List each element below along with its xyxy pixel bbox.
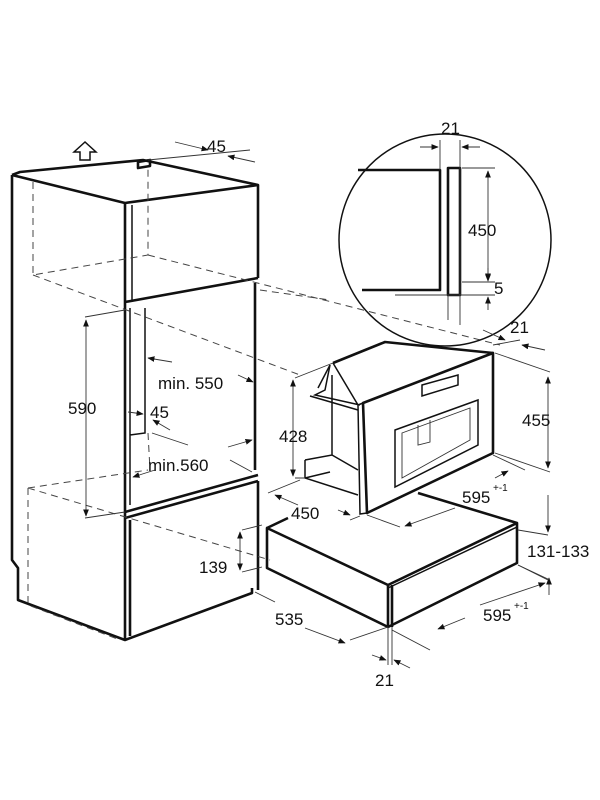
cabinet-dimension-lines bbox=[83, 141, 263, 573]
dim-drawer-niche-height: 139 bbox=[199, 558, 227, 577]
dim-detail-height: 450 bbox=[468, 221, 496, 240]
dim-side-clearance: 45 bbox=[150, 403, 169, 422]
appliance-dimension-lines bbox=[254, 329, 552, 669]
warming-drawer bbox=[265, 491, 519, 629]
dim-detail-offset: 5 bbox=[494, 279, 503, 298]
dim-drawer-depth: 535 bbox=[275, 610, 303, 629]
dim-drawer-height: 131-133 bbox=[527, 542, 589, 561]
tall-cabinet bbox=[10, 158, 501, 642]
dim-niche-width-min: min. 550 bbox=[158, 374, 223, 393]
dim-drawer-panel-depth: 21 bbox=[375, 671, 394, 690]
coffee-machine bbox=[304, 340, 495, 515]
dim-niche-depth-min: min.560 bbox=[148, 456, 208, 475]
dim-machine-panel-depth: 21 bbox=[510, 318, 529, 337]
dim-machine-width-tolerance: +-1 bbox=[493, 483, 508, 494]
dim-niche-height: 590 bbox=[68, 399, 96, 418]
up-arrow-outline-icon bbox=[72, 140, 98, 161]
dim-drawer-width-tolerance: +-1 bbox=[514, 601, 529, 612]
dim-machine-height: 455 bbox=[522, 411, 550, 430]
detail-circle bbox=[338, 133, 552, 347]
dim-machine-width: 595 bbox=[462, 488, 490, 507]
dim-detail-gap: 21 bbox=[441, 119, 460, 138]
dim-drawer-width: 595 bbox=[483, 606, 511, 625]
dim-machine-body-depth: 450 bbox=[291, 504, 319, 523]
dim-top-vent-depth: 45 bbox=[207, 137, 226, 156]
dim-machine-body-height: 428 bbox=[279, 427, 307, 446]
